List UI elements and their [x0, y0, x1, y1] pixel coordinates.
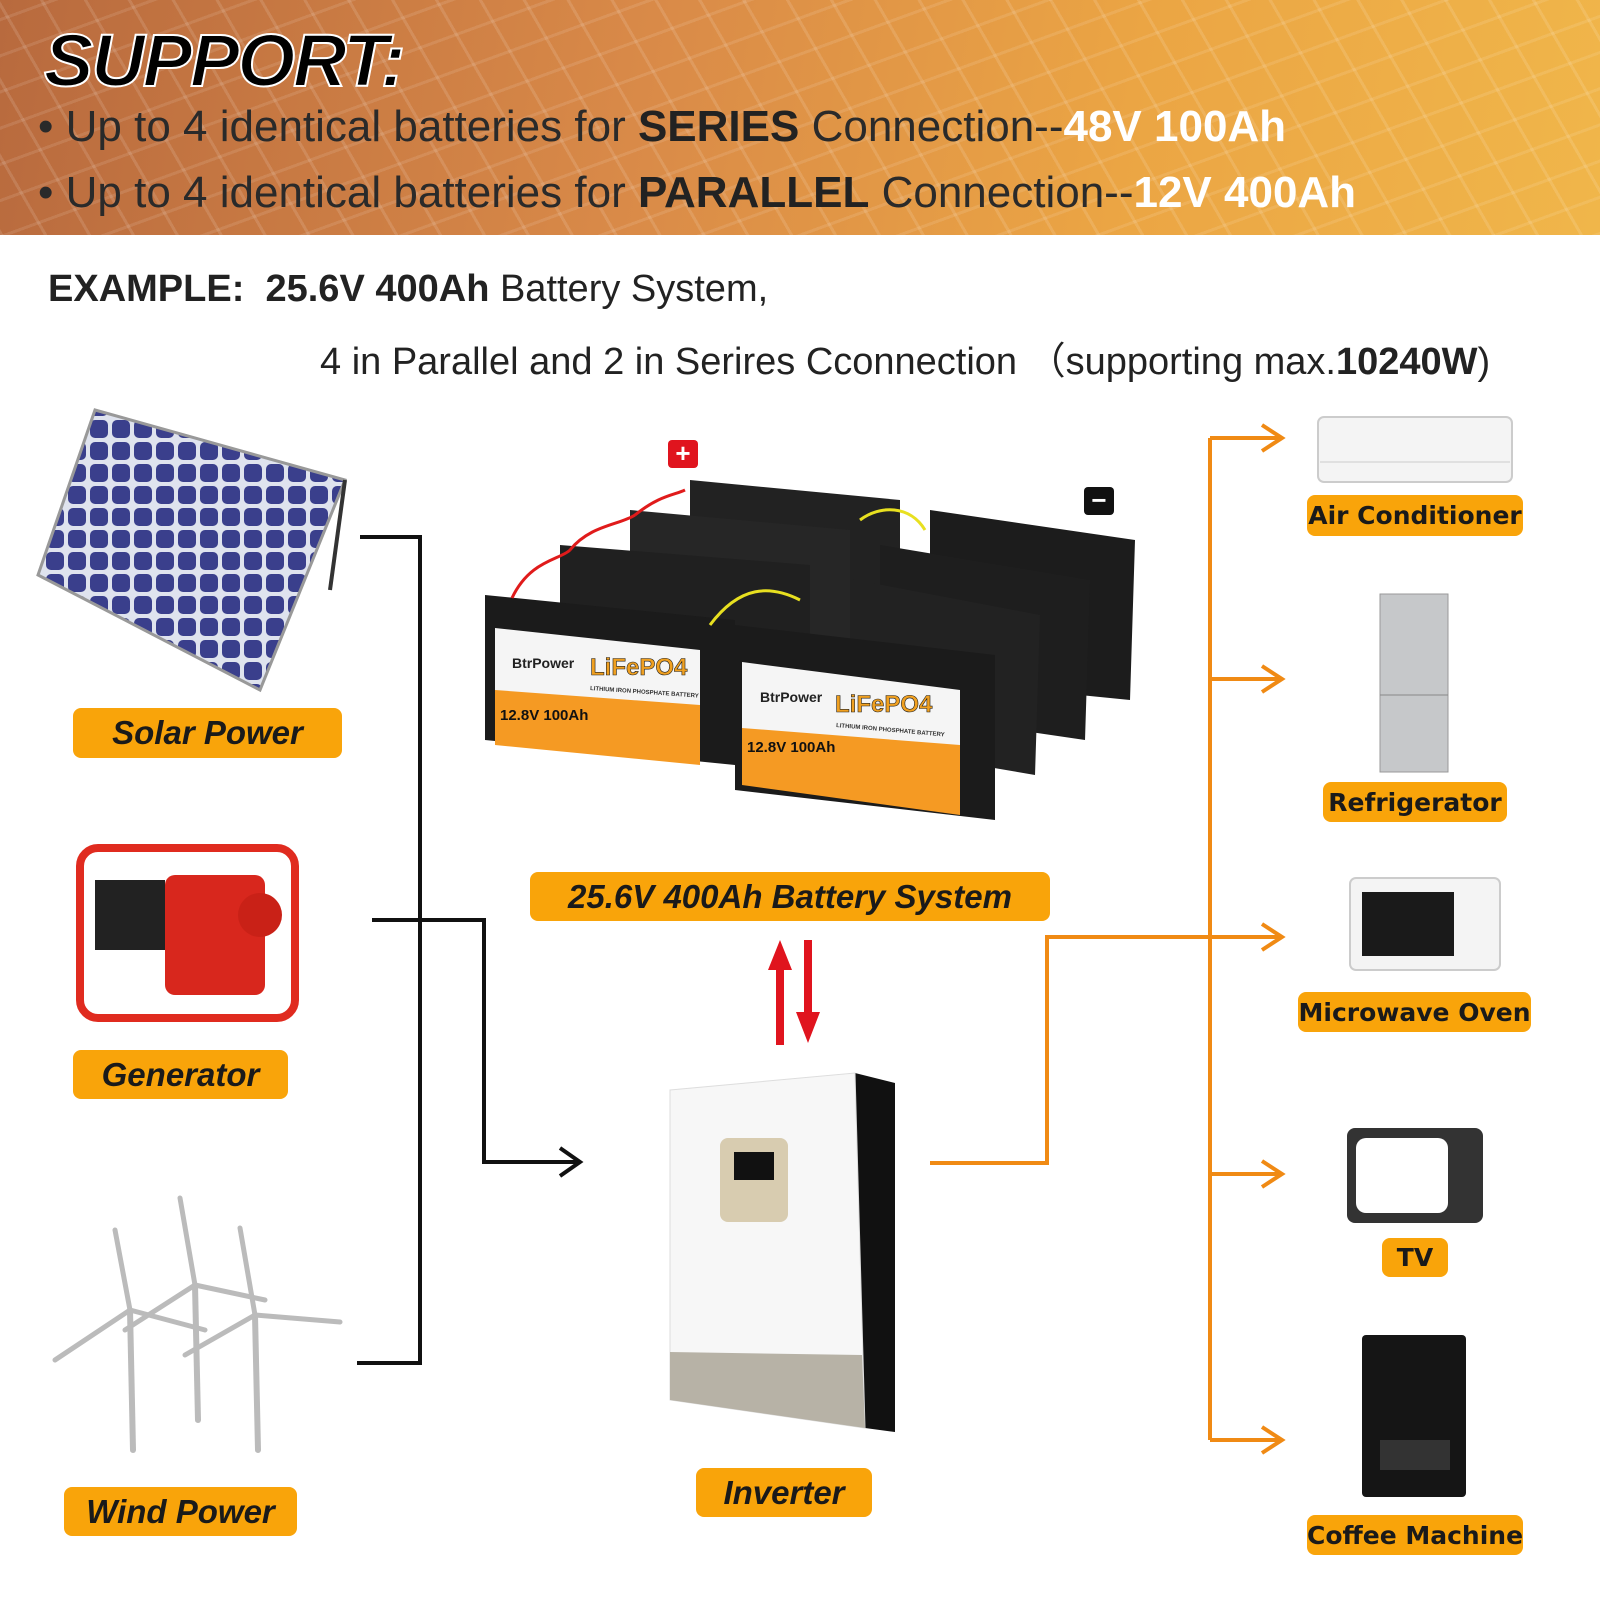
negative-terminal-icon: − — [1091, 485, 1106, 515]
solar-panel-image — [36, 408, 348, 693]
generator-label: Generator — [73, 1050, 288, 1099]
microwave-oven-label: Microwave Oven — [1298, 992, 1531, 1032]
support-title: SUPPORT: — [43, 18, 407, 103]
refrigerator-image — [1379, 593, 1449, 773]
wind-power-label: Wind Power — [64, 1487, 297, 1536]
tv-label: TV — [1382, 1238, 1448, 1277]
generator-image — [76, 844, 299, 1022]
battery-system-label: 25.6V 400Ah Battery System — [530, 872, 1050, 921]
solar-panel-background — [0, 0, 1600, 235]
battery-bank-image — [485, 440, 1135, 820]
wind-turbines-image — [52, 1195, 343, 1453]
inverter-image — [669, 1072, 895, 1432]
example-line-2: 4 in Parallel and 2 in Serires Cconnecti… — [320, 341, 1491, 383]
positive-terminal-icon: + — [675, 438, 690, 468]
series-bullet: • Up to 4 identical batteries for SERIES… — [38, 102, 1287, 151]
coffee-machine-label: Coffee Machine — [1307, 1515, 1523, 1555]
header-banner: SUPPORT: • Up to 4 identical batteries f… — [0, 0, 1600, 235]
battery-chemistry-2: LiFePO4 — [835, 691, 933, 718]
air-conditioner-image — [1317, 416, 1513, 483]
battery-rating-2: 12.8V 100Ah — [747, 739, 835, 756]
battery-rating: 12.8V 100Ah — [500, 707, 588, 724]
solar-power-label: Solar Power — [73, 708, 342, 758]
battery-brand: BtrPower — [512, 655, 575, 671]
parallel-bullet: • Up to 4 identical batteries for PARALL… — [38, 168, 1357, 217]
input-connector-lines — [357, 535, 584, 1365]
microwave-oven-image — [1349, 877, 1501, 971]
battery-chemistry: LiFePO4 — [590, 654, 688, 681]
inverter-label: Inverter — [696, 1468, 872, 1517]
battery-brand-2: BtrPower — [760, 689, 823, 705]
output-connector-lines — [930, 423, 1286, 1455]
charge-discharge-arrows-icon — [768, 940, 820, 1045]
air-conditioner-label: Air Conditioner — [1307, 495, 1523, 536]
refrigerator-label: Refrigerator — [1323, 782, 1507, 822]
tv-image — [1347, 1128, 1483, 1223]
example-line-1: EXAMPLE: 25.6V 400Ah Battery System, — [48, 268, 769, 310]
coffee-machine-image — [1362, 1335, 1466, 1497]
